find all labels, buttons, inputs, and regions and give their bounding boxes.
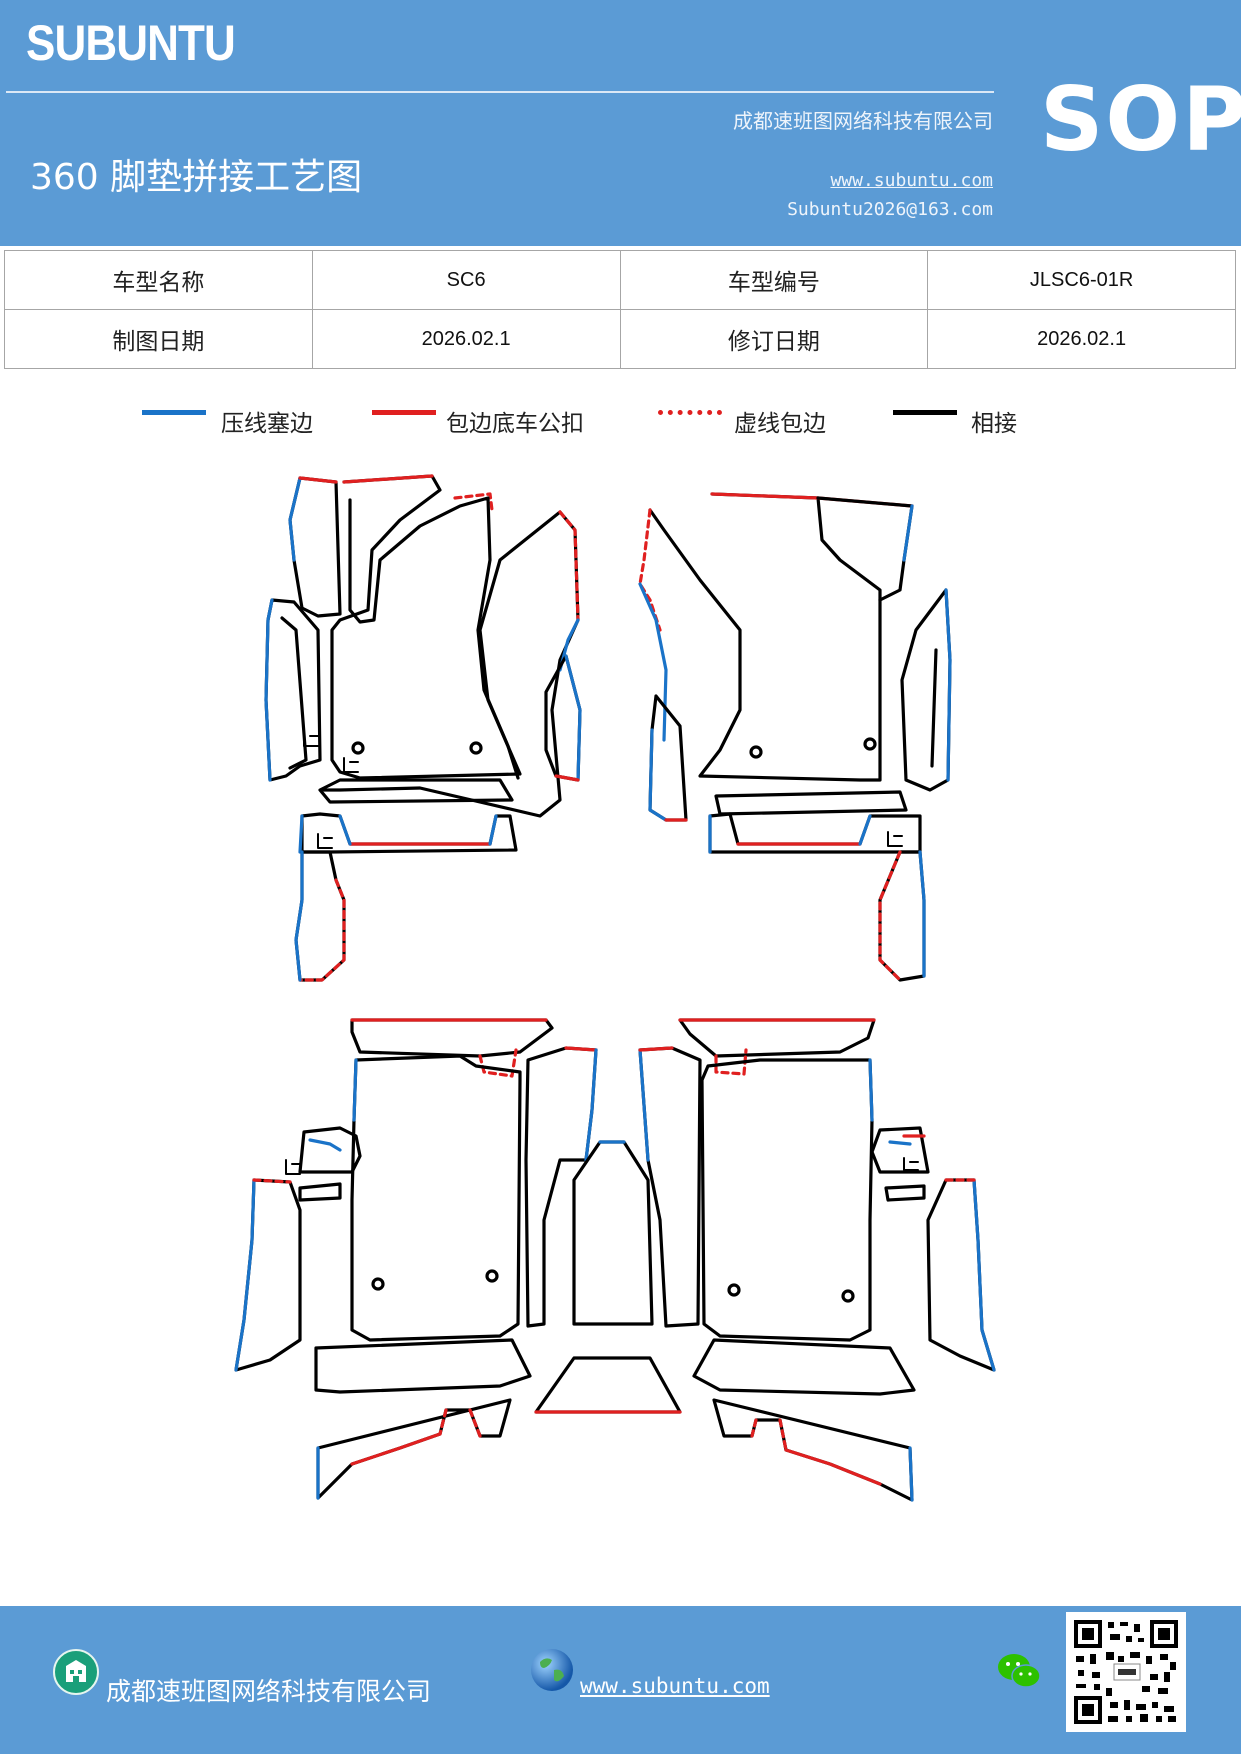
- model-code-label: 车型编号: [619, 250, 929, 310]
- front-left-mat: [264, 474, 582, 982]
- table-row: 车型名称 SC6 车型编号 JLSC6-01R: [4, 250, 1236, 310]
- qr-code-image: [1072, 1618, 1180, 1726]
- draw-date-value: 2026.02.1: [311, 309, 621, 369]
- revise-date-label: 修订日期: [619, 309, 929, 369]
- header-email: Subuntu2026@163.com: [787, 199, 993, 220]
- legend-label: 相接: [971, 411, 1017, 437]
- brand-logo: SUBUNTU: [26, 15, 236, 71]
- table-row: 制图日期 2026.02.1 修订日期 2026.02.1: [4, 309, 1236, 369]
- footer-banner: 成都速班图网络科技有限公司 www.subuntu.com: [0, 1606, 1241, 1754]
- legend-swatch: [658, 410, 722, 415]
- header-banner: SUBUNTU 成都速班图网络科技有限公司 360 脚垫拼接工艺图 www.su…: [0, 0, 1241, 246]
- footer-company: 成都速班图网络科技有限公司: [106, 1677, 432, 1706]
- qr-code: [1066, 1612, 1186, 1732]
- model-code-value: JLSC6-01R: [927, 250, 1236, 310]
- legend-swatch: [372, 410, 436, 415]
- building-icon: [53, 1649, 99, 1695]
- revise-date-value: 2026.02.1: [927, 309, 1236, 369]
- draw-date-label: 制图日期: [4, 309, 313, 369]
- header-website-link[interactable]: www.subuntu.com: [830, 170, 993, 191]
- model-name-value: SC6: [311, 250, 621, 310]
- header-company: 成都速班图网络科技有限公司: [733, 109, 993, 133]
- header-divider: [6, 91, 994, 93]
- page-title: 360 脚垫拼接工艺图: [30, 157, 363, 198]
- rear-right-mat: [638, 1018, 996, 1502]
- legend: 压线塞边 包边底车公扣 虚线包边 相接: [0, 400, 1241, 440]
- legend-label: 虚线包边: [734, 411, 826, 437]
- legend-swatch: [893, 410, 957, 415]
- wechat-icon[interactable]: [996, 1650, 1042, 1690]
- model-name-label: 车型名称: [4, 250, 313, 310]
- legend-label: 包边底车公扣: [446, 411, 584, 437]
- info-table: 车型名称 SC6 车型编号 JLSC6-01R 制图日期 2026.02.1 修…: [4, 250, 1236, 369]
- legend-label: 压线塞边: [221, 411, 313, 437]
- sop-badge: SOP: [1040, 68, 1241, 171]
- legend-swatch: [142, 410, 206, 415]
- footer-website-link[interactable]: www.subuntu.com: [580, 1674, 770, 1698]
- rear-center-mat: [534, 1140, 682, 1414]
- floor-mat-diagram: [234, 474, 996, 1502]
- rear-left-mat: [234, 1018, 598, 1500]
- globe-icon: [531, 1649, 573, 1691]
- front-right-mat: [638, 492, 952, 982]
